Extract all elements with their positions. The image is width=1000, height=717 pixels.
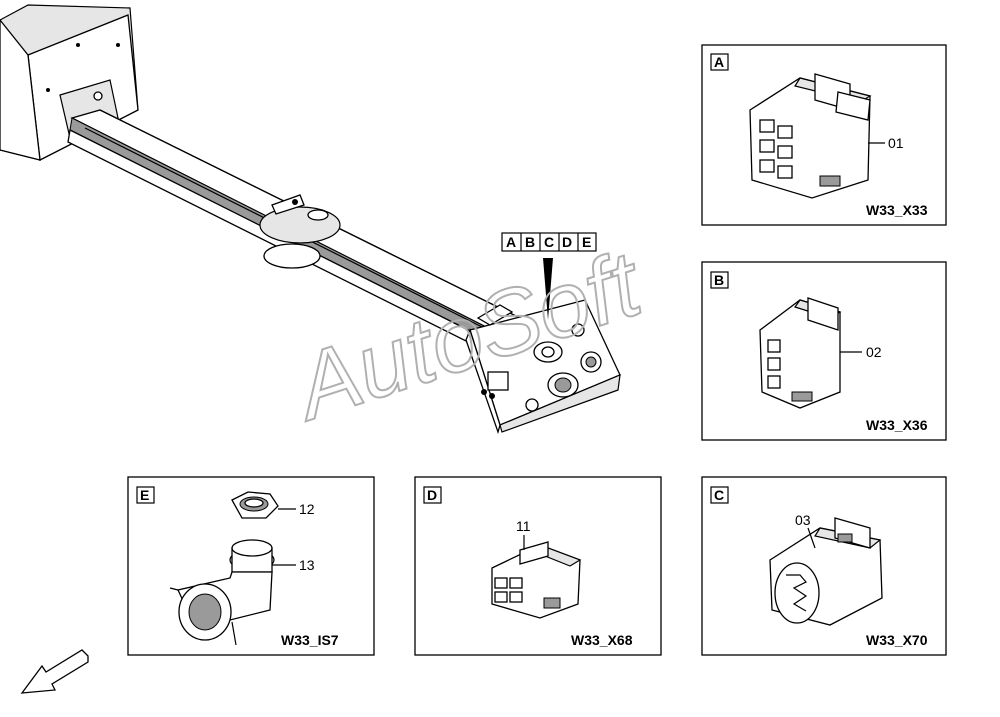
panel-d-code: W33_X68 [571, 632, 633, 648]
panel-c-letter: C [714, 487, 724, 503]
direction-arrow-icon [20, 649, 89, 694]
part-number-02: 02 [866, 344, 882, 360]
panel-e: E 12 13 W33_IS7 [127, 476, 375, 656]
arm-joint [259, 194, 341, 269]
part-number-13: 13 [299, 557, 315, 573]
callout-letter-b: B [525, 234, 535, 250]
panel-b: B 02 W33_X36 [701, 261, 947, 441]
panel-d-letter: D [427, 487, 437, 503]
callout-letter-c: C [544, 234, 554, 250]
panel-c: C 03 W33_X70 [701, 476, 947, 656]
callout-box: A B C D E [501, 232, 597, 320]
part-number-12: 12 [299, 501, 315, 517]
panel-a: A 01 W33_X33 [701, 44, 947, 226]
panel-e-code: W33_IS7 [281, 632, 339, 648]
connector-d [491, 541, 582, 619]
panel-e-letter: E [140, 487, 149, 503]
terminal-block [465, 299, 621, 435]
callout-letter-d: D [562, 234, 572, 250]
panel-a-letter: A [714, 54, 724, 70]
panel-c-code: W33_X70 [866, 632, 928, 648]
part-number-11: 11 [516, 518, 531, 534]
connector-b [759, 297, 842, 409]
connector-c [769, 517, 883, 626]
elbow-gland-part [169, 539, 275, 646]
callout-pointer [543, 258, 553, 320]
callout-letter-e: E [582, 234, 591, 250]
nut-part [231, 491, 279, 519]
callout-letter-a: A [506, 234, 516, 250]
connector-a [749, 73, 872, 199]
panel-b-letter: B [714, 272, 724, 288]
panel-b-code: W33_X36 [866, 417, 928, 433]
panel-a-code: W33_X33 [866, 202, 928, 218]
panel-d: D 11 W33_X68 [414, 476, 662, 656]
part-number-01: 01 [888, 135, 904, 151]
main-assembly: A B C D E [0, 4, 621, 435]
part-number-03: 03 [795, 512, 811, 528]
